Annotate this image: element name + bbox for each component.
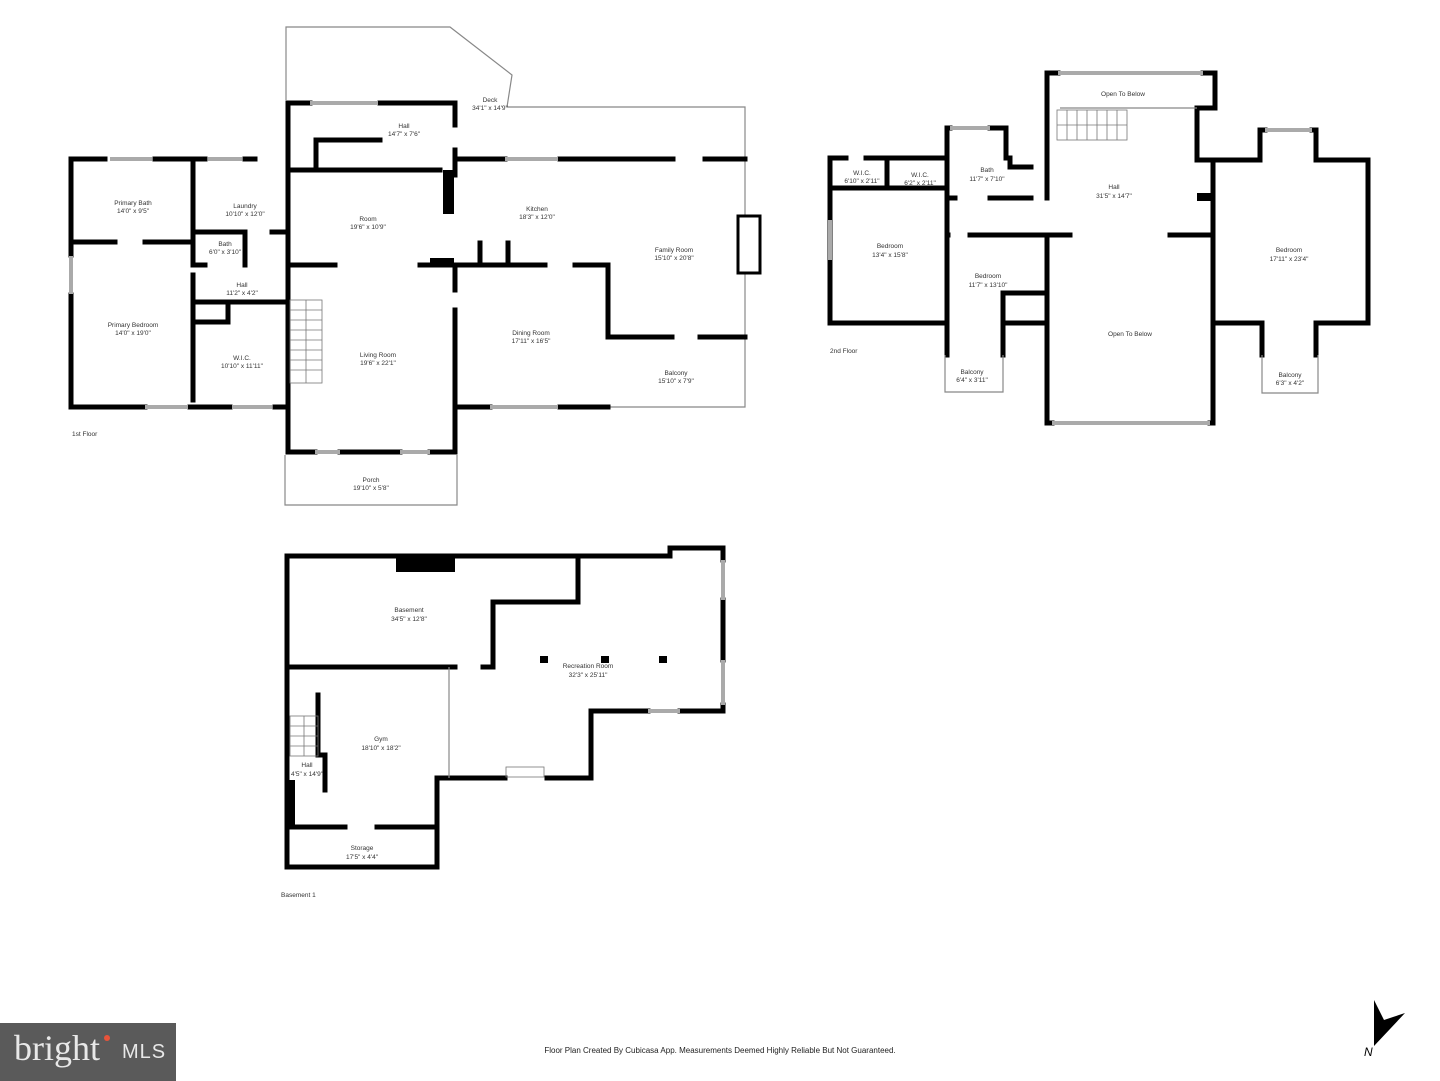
- room-dims: 10'10" x 12'0": [225, 211, 265, 218]
- room-dims: 14'0" x 19'0": [115, 330, 151, 337]
- room-name: Bath: [980, 167, 994, 174]
- room-name: Living Room: [360, 352, 396, 359]
- room-dims: 17'11" x 16'5": [512, 338, 551, 345]
- room-name: Dining Room: [512, 330, 550, 337]
- room-name: Hall: [301, 762, 313, 769]
- room-dims: 17'5" x 4'4": [346, 854, 379, 861]
- room-dims: 11'7" x 7'10": [969, 176, 1005, 183]
- first-floor-walls: [68, 100, 748, 455]
- room-name: Room: [359, 216, 376, 223]
- room-dims: 31'5" x 14'7": [1096, 193, 1132, 200]
- room-dims: 19'10" x 5'8": [353, 485, 389, 492]
- room-dims: 6'0" x 3'10": [209, 249, 242, 256]
- floor-label: 1st Floor: [72, 431, 98, 438]
- room-name: Open To Below: [1101, 91, 1145, 98]
- room-name: Recreation Room: [563, 663, 614, 670]
- room-dims: 11'7" x 13'10": [969, 282, 1008, 289]
- room-dims: 34'1" x 14'9": [472, 105, 508, 112]
- room-name: Kitchen: [526, 206, 548, 213]
- room-name: Bath: [218, 241, 232, 248]
- basement-floor: Basement 34'5" x 12'8" Recreation Room 3…: [281, 545, 726, 899]
- room-name: Open To Below: [1108, 331, 1152, 338]
- room-dims: 34'5" x 12'8": [391, 616, 427, 623]
- room-dims: 6'3" x 4'2": [1276, 380, 1305, 387]
- room-name: Primary Bath: [114, 200, 152, 207]
- room-name: Balcony: [664, 370, 688, 377]
- room-name: Balcony: [960, 369, 984, 376]
- north-label: N: [1364, 1045, 1373, 1059]
- room-name: Bedroom: [975, 273, 1001, 280]
- room-dims: 6'4" x 3'11": [956, 377, 988, 384]
- room-name: Storage: [351, 845, 374, 852]
- floor-label: Basement 1: [281, 892, 316, 899]
- room-name: W.I.C.: [853, 170, 871, 177]
- room-dims: 10'10" x 11'11": [221, 363, 264, 370]
- room-name: Basement: [394, 607, 423, 614]
- room-name: Hall: [398, 123, 410, 130]
- room-dims: 15'10" x 7'9": [658, 378, 694, 385]
- room-dims: 6'2" x 2'11": [904, 180, 936, 187]
- first-floor: Deck 34'1" x 14'9" Hall 14'7" x 7'6" Pri…: [68, 26, 762, 506]
- room-name: Porch: [363, 477, 380, 484]
- room-dims: 6'10" x 2'11": [844, 178, 880, 185]
- room-dims: 14'0" x 9'5": [117, 208, 150, 215]
- fireplace: [736, 214, 762, 275]
- deck-outline: [285, 26, 746, 408]
- room-dims: 19'6" x 22'1": [360, 360, 396, 367]
- room-name: Bedroom: [1276, 247, 1302, 254]
- room-name: W.I.C.: [911, 172, 929, 179]
- room-name: Gym: [374, 736, 388, 743]
- room-name: Deck: [483, 97, 499, 104]
- room-dims: 15'10" x 20'8": [654, 255, 694, 262]
- floor-label: 2nd Floor: [830, 348, 858, 355]
- room-dims: 18'10" x 18'2": [361, 745, 401, 752]
- room-name: Balcony: [1278, 372, 1302, 379]
- stairs-icon: [289, 715, 319, 757]
- room-dims: 4'5" x 14'9": [291, 771, 324, 778]
- room-dims: 11'2" x 4'2": [226, 290, 258, 297]
- room-name: Hall: [1108, 184, 1120, 191]
- room-name: W.I.C.: [233, 355, 251, 362]
- north-arrow-icon: [1374, 1000, 1405, 1046]
- room-dims: 17'11" x 23'4": [1270, 256, 1309, 263]
- stairs-icon: [1056, 109, 1128, 141]
- room-dims: 14'7" x 7'6": [388, 131, 421, 138]
- second-floor: Open To Below W.I.C. 6'10" x 2'11" W.I.C…: [827, 70, 1371, 426]
- room-name: Hall: [236, 282, 248, 289]
- room-dims: 19'6" x 10'9": [350, 224, 386, 231]
- room-dims: 32'3" x 25'11": [569, 672, 608, 679]
- room-name: Primary Bedroom: [108, 322, 159, 329]
- stairs-icon: [289, 299, 323, 384]
- porch-outline: [284, 455, 458, 506]
- disclaimer-text: Floor Plan Created By Cubicasa App. Meas…: [544, 1046, 896, 1055]
- room-name: Bedroom: [877, 243, 903, 250]
- room-name: Family Room: [655, 247, 693, 254]
- room-dims: 13'4" x 15'8": [872, 252, 908, 259]
- room-name: Laundry: [233, 203, 257, 210]
- room-dims: 18'3" x 12'0": [519, 214, 555, 221]
